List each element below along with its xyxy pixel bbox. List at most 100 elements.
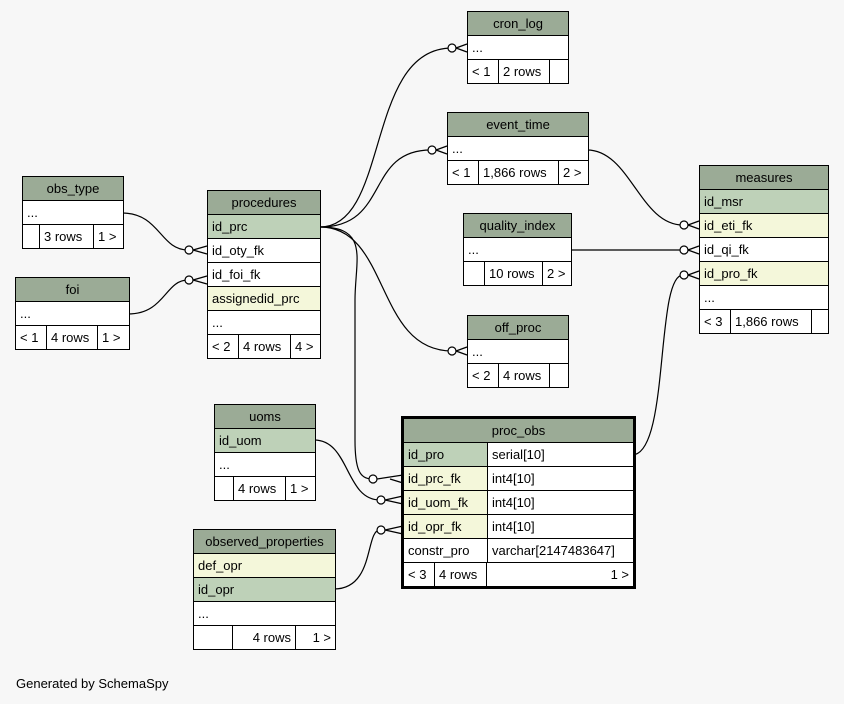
footer-parents[interactable]: < 1 xyxy=(448,161,479,184)
column-type: int4[10] xyxy=(487,515,633,538)
footer-row-count: 2 rows xyxy=(499,60,550,83)
table-title: cron_log xyxy=(468,12,568,36)
column-foreign-key: id_prc_fk int4[10] xyxy=(404,467,633,491)
table-proc-obs[interactable]: proc_obs id_pro serial[10] id_prc_fk int… xyxy=(401,416,636,589)
relation-uoms-proc-obs xyxy=(313,439,381,501)
footer-parents[interactable]: < 2 xyxy=(208,335,239,358)
generated-by-label: Generated by SchemaSpy xyxy=(16,676,169,691)
column-type: int4[10] xyxy=(487,467,633,490)
table-uoms[interactable]: uoms id_uom ... 4 rows 1 > xyxy=(214,404,316,501)
footer-row-count: 1,866 rows xyxy=(731,310,812,333)
table-procedures[interactable]: procedures id_prc id_oty_fk id_foi_fk as… xyxy=(207,190,321,359)
table-title: quality_index xyxy=(464,214,571,238)
footer-row-count: 4 rows xyxy=(499,364,550,387)
table-footer: 4 rows 1 > xyxy=(194,626,335,649)
footer-parents[interactable]: < 1 xyxy=(468,60,499,83)
table-title: observed_properties xyxy=(194,530,335,554)
column-primary-key: id_prc xyxy=(208,215,320,239)
column-primary-key: id_pro serial[10] xyxy=(404,443,633,467)
table-footer: 10 rows 2 > xyxy=(464,262,571,285)
column-name: id_opr_fk xyxy=(408,519,462,534)
table-footer: < 3 4 rows 1 > xyxy=(404,563,633,586)
table-title: off_proc xyxy=(468,316,568,340)
table-title: proc_obs xyxy=(404,419,633,443)
table-footer: < 1 4 rows 1 > xyxy=(16,326,129,349)
table-off-proc[interactable]: off_proc ... < 2 4 rows xyxy=(467,315,569,388)
footer-parents[interactable] xyxy=(215,477,234,500)
table-title: procedures xyxy=(208,191,320,215)
footer-children[interactable]: 1 > xyxy=(610,567,629,582)
column-name: id_uom_fk xyxy=(408,495,468,510)
footer-row-count: 4 rows xyxy=(47,326,98,349)
column-foreign-key: id_uom_fk int4[10] xyxy=(404,491,633,515)
table-row: ... xyxy=(208,311,320,335)
table-quality-index[interactable]: quality_index ... 10 rows 2 > xyxy=(463,213,572,286)
footer-parents[interactable]: < 1 xyxy=(16,326,47,349)
footer-children[interactable] xyxy=(812,310,828,333)
column-type: serial[10] xyxy=(487,443,633,466)
table-obs-type[interactable]: obs_type ... 3 rows 1 > xyxy=(22,176,124,249)
column-type: varchar[2147483647] xyxy=(487,539,633,562)
table-cron-log[interactable]: cron_log ... < 1 2 rows xyxy=(467,11,569,84)
footer-parents[interactable] xyxy=(464,262,485,285)
column-foreign-key: id_foi_fk xyxy=(208,263,320,287)
footer-parents[interactable]: < 3 xyxy=(700,310,731,333)
column-foreign-key: id_opr_fk int4[10] xyxy=(404,515,633,539)
table-title: foi xyxy=(16,278,129,302)
column: def_opr xyxy=(194,554,335,578)
footer-row-count: 1,866 rows xyxy=(479,161,559,184)
relation-obs-type-procedures xyxy=(121,212,189,251)
footer-parents[interactable]: < 3 xyxy=(404,563,435,586)
table-title: event_time xyxy=(448,113,588,137)
crow-foot-markers xyxy=(184,43,689,535)
table-measures[interactable]: measures id_msr id_eti_fk id_qi_fk id_pr… xyxy=(699,165,829,334)
table-observed-properties[interactable]: observed_properties def_opr id_opr ... 4… xyxy=(193,529,336,650)
column-foreign-key: id_qi_fk xyxy=(700,238,828,262)
footer-children[interactable]: 2 > xyxy=(547,266,566,281)
column-type: int4[10] xyxy=(487,491,633,514)
footer-children[interactable]: 4 > xyxy=(295,339,314,354)
column-primary-key: id_opr xyxy=(194,578,335,602)
table-title: obs_type xyxy=(23,177,123,201)
column-foreign-key: id_oty_fk xyxy=(208,239,320,263)
column-name: constr_pro xyxy=(408,543,470,558)
relation-procedures-cron-log xyxy=(319,47,453,228)
table-foi[interactable]: foi ... < 1 4 rows 1 > xyxy=(15,277,130,350)
table-footer: < 3 1,866 rows xyxy=(700,310,828,333)
table-footer: < 1 2 rows xyxy=(468,60,568,83)
table-event-time[interactable]: event_time ... < 1 1,866 rows 2 > xyxy=(447,112,589,185)
footer-children[interactable]: 1 > xyxy=(312,630,331,645)
table-footer: 4 rows 1 > xyxy=(215,477,315,500)
footer-children[interactable] xyxy=(550,364,568,387)
table-row: ... xyxy=(215,453,315,477)
relation-event-time-measures xyxy=(586,149,684,226)
footer-parents[interactable] xyxy=(23,225,40,248)
footer-children[interactable]: 1 > xyxy=(102,330,121,345)
table-row: ... xyxy=(700,286,828,310)
column: constr_pro varchar[2147483647] xyxy=(404,539,633,563)
footer-children[interactable] xyxy=(550,60,568,83)
table-row: ... xyxy=(16,302,129,326)
column-foreign-key: id_pro_fk xyxy=(700,262,828,286)
table-row: ... xyxy=(448,137,588,161)
footer-children[interactable]: 1 > xyxy=(290,481,309,496)
relation-foi-procedures xyxy=(127,279,189,315)
footer-row-count: 3 rows xyxy=(40,225,94,248)
table-footer: < 2 4 rows xyxy=(468,364,568,387)
footer-parents[interactable]: < 2 xyxy=(468,364,499,387)
footer-row-count: 4 rows xyxy=(234,477,286,500)
footer-children[interactable]: 2 > xyxy=(563,165,582,180)
column-foreign-key: id_eti_fk xyxy=(700,214,828,238)
column-primary-key: id_uom xyxy=(215,429,315,453)
table-row: ... xyxy=(468,340,568,364)
footer-row-count: 4 rows xyxy=(239,335,291,358)
relation-proc-obs-measures xyxy=(631,274,684,456)
table-footer: 3 rows 1 > xyxy=(23,225,123,248)
column: assignedid_prc xyxy=(208,287,320,311)
relation-procedures-event-time xyxy=(319,149,432,228)
footer-children[interactable]: 1 > xyxy=(98,229,117,244)
table-footer: < 1 1,866 rows 2 > xyxy=(448,161,588,184)
footer-parents[interactable] xyxy=(194,626,233,649)
relation-procedures-proc-obs xyxy=(319,226,373,480)
